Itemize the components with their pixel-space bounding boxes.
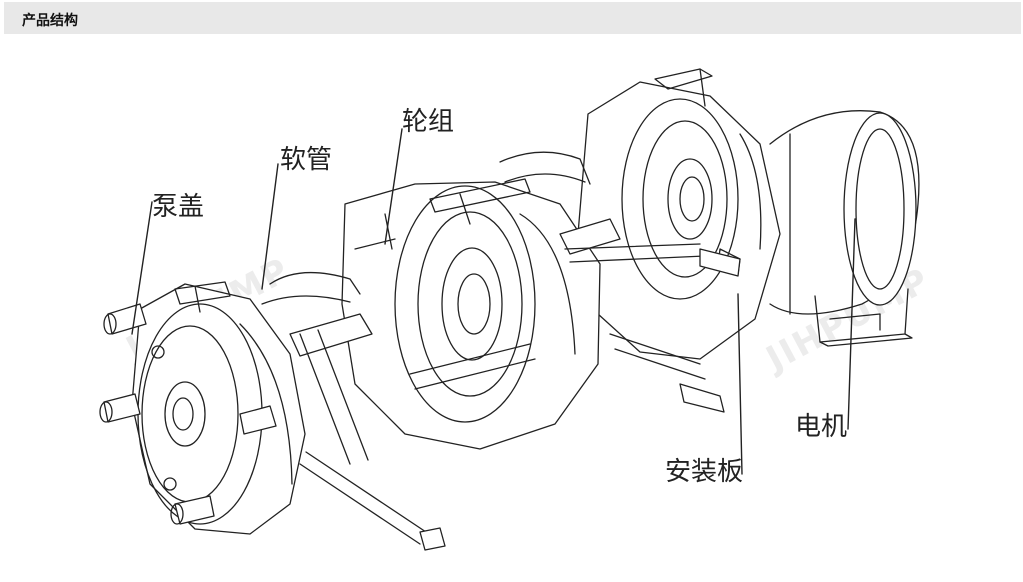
section-title: 产品结构 — [22, 13, 78, 29]
motor-drawing — [769, 110, 920, 347]
pump-line-drawing — [99, 68, 920, 551]
callout-motor: 电机 — [795, 412, 848, 442]
callout-tubing: 软管 — [280, 145, 333, 175]
section-header: 产品结构 — [4, 2, 1021, 34]
front-pump-head-drawing — [131, 281, 306, 535]
callout-pump-cover: 泵盖 — [152, 192, 205, 222]
product-structure-diagram: JIHPUMP JIHPUMP JIHPUMP — [0, 34, 1023, 582]
middle-pump-head-drawing — [341, 178, 601, 450]
rear-pump-head-drawing — [577, 68, 781, 360]
connecting-rods-drawing — [261, 151, 741, 551]
callout-mounting-plate: 安装板 — [665, 457, 744, 487]
front-tube-connectors-drawing — [99, 303, 277, 525]
callout-rotor: 轮组 — [402, 107, 455, 137]
callout-leader-lines — [131, 128, 856, 475]
